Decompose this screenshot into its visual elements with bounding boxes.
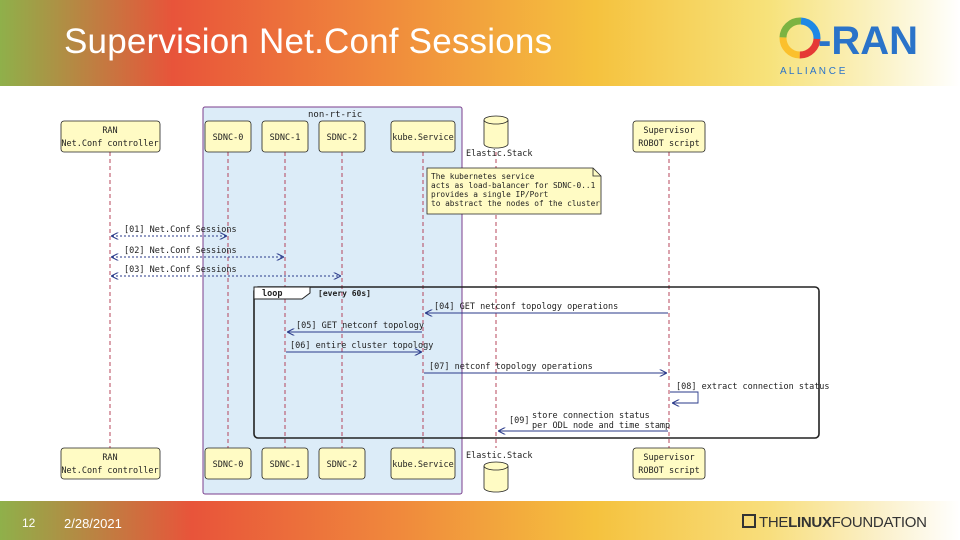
group-label: non-rt-ric <box>308 110 362 120</box>
svg-text:provides a single IP/Port: provides a single IP/Port <box>431 190 548 199</box>
svg-text:to abstract the nodes of the c: to abstract the nodes of the cluster <box>431 199 600 208</box>
svg-text:Elastic.Stack: Elastic.Stack <box>466 149 533 159</box>
participant-robot-bottom: Supervisor ROBOT script <box>632 447 706 480</box>
loop-label: loop <box>262 289 282 299</box>
message-05: [05] GET netconf topology <box>288 321 424 332</box>
svg-text:ROBOT script: ROBOT script <box>638 139 699 149</box>
participant-sdnc0-bottom: SDNC-0 <box>204 447 252 480</box>
participant-kube-bottom: kube.Service <box>390 447 456 480</box>
svg-text:store connection status: store connection status <box>532 411 650 421</box>
message-03: [03] Net.Conf Sessions <box>112 265 340 276</box>
svg-text:[04] GET netconf topology oper: [04] GET netconf topology operations <box>434 302 618 312</box>
group-box <box>202 106 463 495</box>
svg-text:RAN: RAN <box>102 126 117 136</box>
svg-text:[03] Net.Conf Sessions: [03] Net.Conf Sessions <box>124 265 237 275</box>
svg-text:[05] GET netconf topology: [05] GET netconf topology <box>296 321 424 331</box>
participant-sdnc2-bottom: SDNC-2 <box>318 447 366 480</box>
participant-sdnc0: SDNC-0 <box>204 120 252 153</box>
svg-text:Net.Conf controller: Net.Conf controller <box>61 139 158 149</box>
participant-sdnc2: SDNC-2 <box>318 120 366 153</box>
svg-text:[08] extract connection status: [08] extract connection status <box>676 382 830 392</box>
footer-band <box>0 501 960 540</box>
participant-ran: RAN Net.Conf controller <box>60 120 161 153</box>
svg-text:SDNC-2: SDNC-2 <box>327 133 358 143</box>
svg-text:Supervisor: Supervisor <box>643 126 694 136</box>
note-kube-service: The kubernetes service acts as load-bala… <box>426 167 602 215</box>
participant-sdnc1-bottom: SDNC-1 <box>261 447 309 480</box>
svg-text:The kubernetes service: The kubernetes service <box>431 172 535 181</box>
participant-sdnc1: SDNC-1 <box>261 120 309 153</box>
svg-text:kube.Service: kube.Service <box>392 460 453 470</box>
loop-condition: [every 60s] <box>318 289 371 298</box>
message-01: [01] Net.Conf Sessions <box>112 225 237 236</box>
svg-text:RAN: RAN <box>102 453 117 463</box>
svg-text:[02] Net.Conf Sessions: [02] Net.Conf Sessions <box>124 246 237 256</box>
svg-text:Supervisor: Supervisor <box>643 453 694 463</box>
participant-elastic-bottom-database-icon: Elastic.Stack <box>466 451 533 493</box>
svg-text:[06] entire cluster topology: [06] entire cluster topology <box>290 341 433 351</box>
svg-text:kube.Service: kube.Service <box>392 133 453 143</box>
message-02: [02] Net.Conf Sessions <box>112 246 283 257</box>
participant-robot: Supervisor ROBOT script <box>632 120 706 153</box>
svg-text:Elastic.Stack: Elastic.Stack <box>466 451 533 461</box>
svg-text:SDNC-1: SDNC-1 <box>270 133 301 143</box>
message-08: [08] extract connection status <box>670 382 830 403</box>
svg-text:SDNC-0: SDNC-0 <box>213 133 244 143</box>
page-number: 12 <box>22 516 36 530</box>
svg-text:SDNC-0: SDNC-0 <box>213 460 244 470</box>
svg-text:Net.Conf controller: Net.Conf controller <box>61 466 158 476</box>
svg-text:[09]: [09] <box>509 416 529 426</box>
participant-ran-bottom: RAN Net.Conf controller <box>60 447 161 480</box>
message-06: [06] entire cluster topology <box>286 341 433 352</box>
message-07: [07] netconf topology operations <box>424 362 666 373</box>
svg-text:acts as load-balancer for SDNC: acts as load-balancer for SDNC-0..1 <box>431 181 596 190</box>
linux-foundation-square-icon <box>742 514 756 528</box>
svg-text:SDNC-2: SDNC-2 <box>327 460 358 470</box>
svg-text:ROBOT script: ROBOT script <box>638 466 699 476</box>
message-04: [04] GET netconf topology operations <box>426 302 668 313</box>
logo-subtitle: A L L I A N C E <box>780 66 846 77</box>
oran-ring-icon <box>779 17 821 59</box>
title-band <box>0 0 960 86</box>
svg-text:[01] Net.Conf Sessions: [01] Net.Conf Sessions <box>124 225 237 235</box>
oran-alliance-logo: -RAN A L L I A N C E <box>772 12 952 77</box>
loop-frame: loop [every 60s] <box>253 286 820 439</box>
logo-text: -RAN <box>818 19 918 63</box>
slide-title: Supervision Net.Conf Sessions <box>64 22 553 61</box>
slide-date: 2/28/2021 <box>64 516 122 531</box>
linux-foundation-logo: THELINUXFOUNDATION <box>742 514 927 531</box>
participant-elastic-database-icon: Elastic.Stack <box>466 115 533 159</box>
message-09: [09] store connection status per ODL nod… <box>499 411 670 431</box>
svg-text:per ODL node and time stamp: per ODL node and time stamp <box>532 421 670 431</box>
svg-text:[07] netconf topology operatio: [07] netconf topology operations <box>429 362 593 372</box>
participant-kube: kube.Service <box>390 120 456 153</box>
svg-text:SDNC-1: SDNC-1 <box>270 460 301 470</box>
